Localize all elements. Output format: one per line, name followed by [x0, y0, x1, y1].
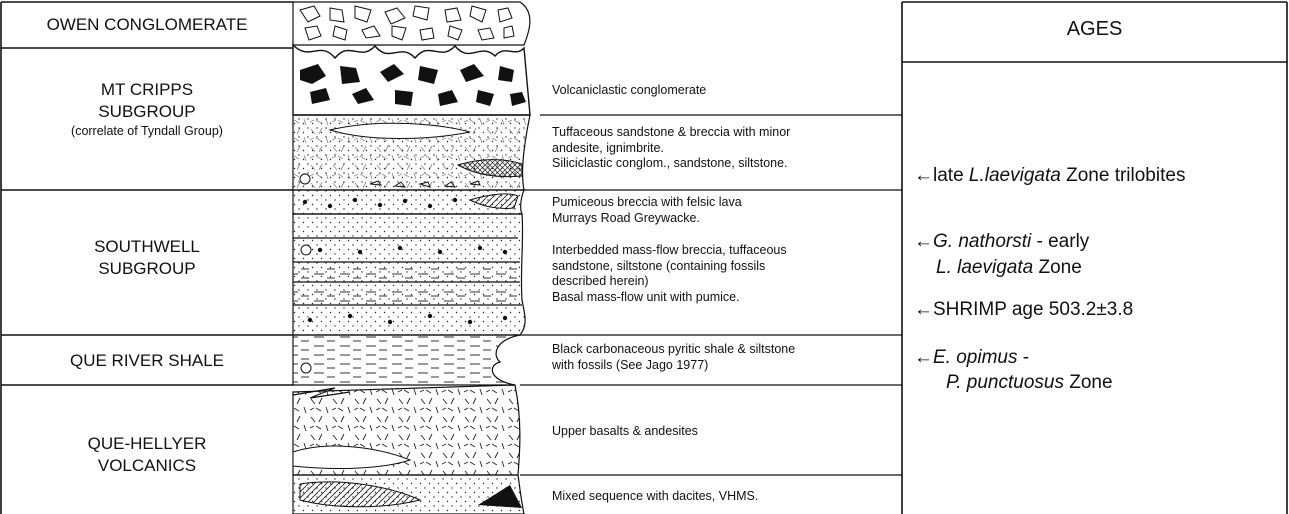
age-text: Zone: [1064, 372, 1113, 393]
age-text: late: [933, 165, 969, 186]
arrow-left-icon: ←: [914, 231, 933, 252]
desc-mixed-sequence: Mixed sequence with dacites, VHMS.: [552, 489, 758, 505]
desc-line: Murrays Road Greywacke.: [552, 211, 742, 227]
age-taxon: L.laevigata: [969, 165, 1061, 186]
unit-owen-conglomerate: OWEN CONGLOMERATE: [8, 14, 286, 36]
age-nathorsti: ←G. nathorsti - early: [914, 230, 1089, 254]
desc-line: described herein): [552, 274, 787, 290]
age-early-laevigata: L. laevigata Zone: [936, 256, 1082, 280]
unit-label-line2: SUBGROUP: [8, 258, 286, 280]
desc-line: Basal mass-flow unit with pumice.: [552, 290, 787, 306]
desc-line: Interbedded mass-flow breccia, tuffaceou…: [552, 243, 787, 259]
unit-label-line1: QUE-HELLYER: [8, 433, 286, 455]
desc-line: Siliciclastic conglom., sandstone, silts…: [552, 156, 790, 172]
desc-line: Black carbonaceous pyritic shale & silts…: [552, 342, 795, 358]
age-text: -: [1017, 347, 1029, 368]
age-late-laevigata: ←late L.laevigata Zone trilobites: [914, 164, 1185, 188]
age-shrimp: ←SHRIMP age 503.2±3.8: [914, 298, 1133, 322]
age-taxon: L. laevigata: [936, 257, 1033, 278]
age-text: SHRIMP age 503.2±3.8: [933, 299, 1133, 320]
desc-upper-basalts: Upper basalts & andesites: [552, 424, 698, 440]
desc-pumiceous-breccia: Pumiceous breccia with felsic lava Murra…: [552, 195, 742, 226]
age-text: Zone trilobites: [1061, 165, 1186, 186]
desc-line: with fossils (See Jago 1977): [552, 358, 795, 374]
ages-title: AGES: [902, 18, 1287, 41]
column-fills: [293, 2, 530, 514]
arrow-left-icon: ←: [914, 165, 933, 186]
unit-label-text: OWEN CONGLOMERATE: [47, 15, 248, 34]
unit-label-line1: SOUTHWELL: [8, 236, 286, 258]
desc-tuffaceous-sandstone: Tuffaceous sandstone & breccia with mino…: [552, 125, 790, 172]
age-punctuosus: P. punctuosus Zone: [946, 371, 1113, 395]
unit-que-river-shale: QUE RIVER SHALE: [8, 350, 286, 372]
unit-label-text: QUE RIVER SHALE: [70, 351, 224, 370]
unit-que-hellyer-volcanics: QUE-HELLYER VOLCANICS: [8, 433, 286, 477]
age-taxon: G. nathorsti: [933, 231, 1031, 252]
desc-black-shale: Black carbonaceous pyritic shale & silts…: [552, 342, 795, 373]
age-opimus: ←E. opimus -: [914, 346, 1029, 370]
age-text: Zone: [1033, 257, 1082, 278]
age-text: - early: [1031, 231, 1089, 252]
unit-label-sub: (correlate of Tyndall Group): [8, 123, 286, 139]
desc-interbedded-mass-flow: Interbedded mass-flow breccia, tuffaceou…: [552, 243, 787, 305]
unit-label-line2: VOLCANICS: [8, 455, 286, 477]
arrow-left-icon: ←: [914, 299, 933, 320]
age-taxon: E. opimus: [933, 347, 1017, 368]
desc-volcaniclastic-conglomerate: Volcaniclastic conglomerate: [552, 83, 706, 99]
unit-label-line1: MT CRIPPS: [8, 79, 286, 101]
desc-line: Pumiceous breccia with felsic lava: [552, 195, 742, 211]
desc-line: andesite, ignimbrite.: [552, 141, 790, 157]
desc-line: Tuffaceous sandstone & breccia with mino…: [552, 125, 790, 141]
age-taxon: P. punctuosus: [946, 372, 1064, 393]
unit-southwell-subgroup: SOUTHWELL SUBGROUP: [8, 236, 286, 280]
unit-label-line2: SUBGROUP: [8, 101, 286, 123]
unit-mt-cripps-subgroup: MT CRIPPS SUBGROUP (correlate of Tyndall…: [8, 79, 286, 139]
arrow-left-icon: ←: [914, 347, 933, 368]
desc-line: sandstone, siltstone (containing fossils: [552, 259, 787, 275]
